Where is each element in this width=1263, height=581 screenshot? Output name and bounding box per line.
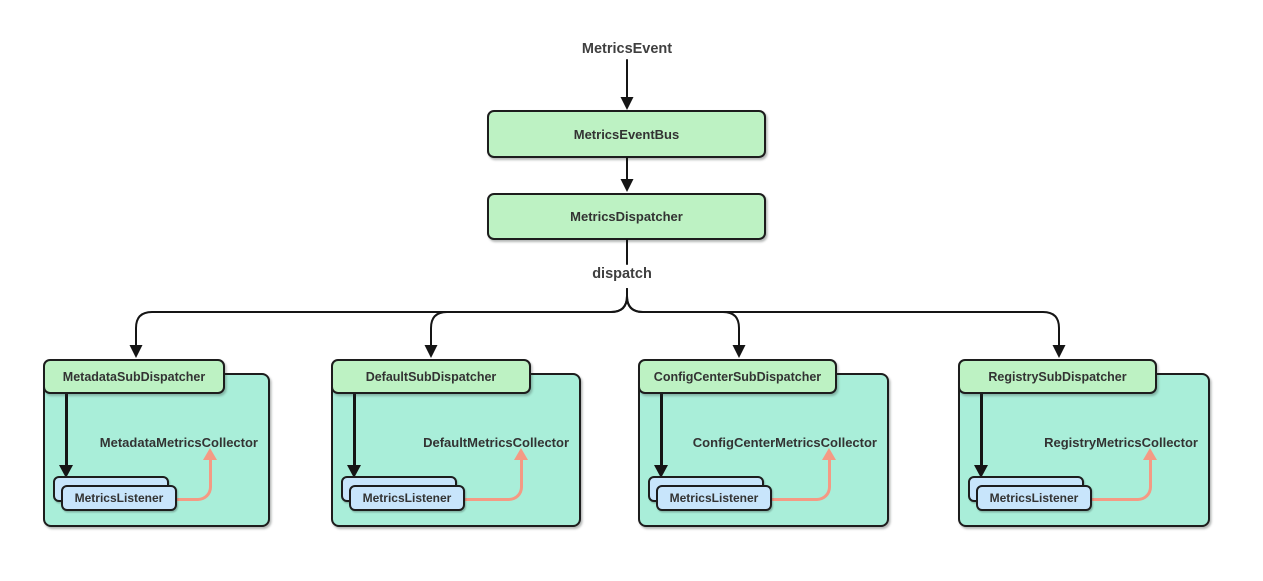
dispatch-label: dispatch	[592, 266, 652, 282]
metadata-subdispatcher-header: MetadataSubDispatcher	[43, 359, 225, 394]
registry-subdispatcher-label: RegistrySubDispatcher	[988, 369, 1127, 384]
arrowhead-to-default	[424, 345, 438, 358]
collector-label: MetadataMetricsCollector	[99, 435, 258, 450]
branch-to-default	[430, 288, 628, 346]
arrow-listener-to-collector	[177, 459, 212, 501]
branch-to-metadata	[135, 288, 628, 346]
listener-label: MetricsListener	[362, 491, 452, 505]
metrics-event-bus-node-label: MetricsEventBus	[573, 126, 680, 142]
registry-subdispatcher-group: RegistrySubDispatcher RegistryMetricsCol…	[958, 359, 1210, 527]
collector-label: RegistryMetricsCollector	[1044, 435, 1198, 450]
arrowhead-bus-to-dispatcher	[620, 179, 634, 192]
arrowhead-listener-to-collector	[514, 448, 528, 460]
listener-label: MetricsListener	[669, 491, 759, 505]
listener-label: MetricsListener	[74, 491, 164, 505]
arrowhead-dispatcher-to-listener	[59, 465, 73, 478]
listener-box: MetricsListener	[976, 485, 1092, 511]
configcenter-subdispatcher-label: ConfigCenterSubDispatcher	[653, 369, 822, 384]
arrowhead-listener-to-collector	[822, 448, 836, 460]
arrowhead-listener-to-collector	[203, 448, 217, 460]
arrowhead-dispatcher-to-listener	[974, 465, 988, 478]
metrics-dispatcher-node-label: MetricsDispatcher	[570, 209, 683, 224]
arrowhead-to-configcenter	[732, 345, 746, 358]
default-subdispatcher-label: DefaultSubDispatcher	[365, 369, 497, 384]
configcenter-subdispatcher-group: ConfigCenterSubDispatcher ConfigCenterMe…	[638, 359, 889, 527]
arrow-listener-to-collector	[465, 459, 523, 501]
arrow-dispatcher-to-listener	[660, 394, 663, 465]
default-subdispatcher-header: DefaultSubDispatcher	[331, 359, 531, 394]
registry-subdispatcher-header: RegistrySubDispatcher	[958, 359, 1157, 394]
listener-box: MetricsListener	[61, 485, 177, 511]
configcenter-subdispatcher-header: ConfigCenterSubDispatcher	[638, 359, 837, 394]
metadata-subdispatcher-group: MetadataSubDispatcher MetadataMetricsCol…	[43, 359, 270, 527]
arrow-dispatcher-to-listener	[980, 394, 983, 465]
metrics-event-label: MetricsEvent	[581, 41, 673, 57]
arrowhead-to-registry	[1052, 345, 1066, 358]
arrowhead-listener-to-collector	[1143, 448, 1157, 460]
arrowhead-dispatcher-to-listener	[347, 465, 361, 478]
default-subdispatcher-group: DefaultSubDispatcher DefaultMetricsColle…	[331, 359, 581, 527]
metadata-subdispatcher-label: MetadataSubDispatcher	[62, 369, 206, 384]
listener-box: MetricsListener	[656, 485, 772, 511]
arrow-dispatcher-to-listener	[65, 394, 68, 465]
arrowhead-dispatcher-to-listener	[654, 465, 668, 478]
branch-to-configcenter	[626, 288, 740, 346]
collector-label: DefaultMetricsCollector	[423, 435, 569, 450]
arrowhead-event-to-bus	[620, 97, 634, 110]
arrow-listener-to-collector	[772, 459, 831, 501]
branch-to-registry	[626, 288, 1060, 346]
metrics-event-bus-node: MetricsEventBus	[487, 110, 766, 158]
arrow-listener-to-collector	[1092, 459, 1152, 501]
listener-box: MetricsListener	[349, 485, 465, 511]
listener-label: MetricsListener	[989, 491, 1079, 505]
arrow-dispatcher-to-listener	[353, 394, 356, 465]
metrics-dispatcher-node: MetricsDispatcher	[487, 193, 766, 240]
arrowhead-to-metadata	[129, 345, 143, 358]
collector-label: ConfigCenterMetricsCollector	[692, 435, 877, 450]
